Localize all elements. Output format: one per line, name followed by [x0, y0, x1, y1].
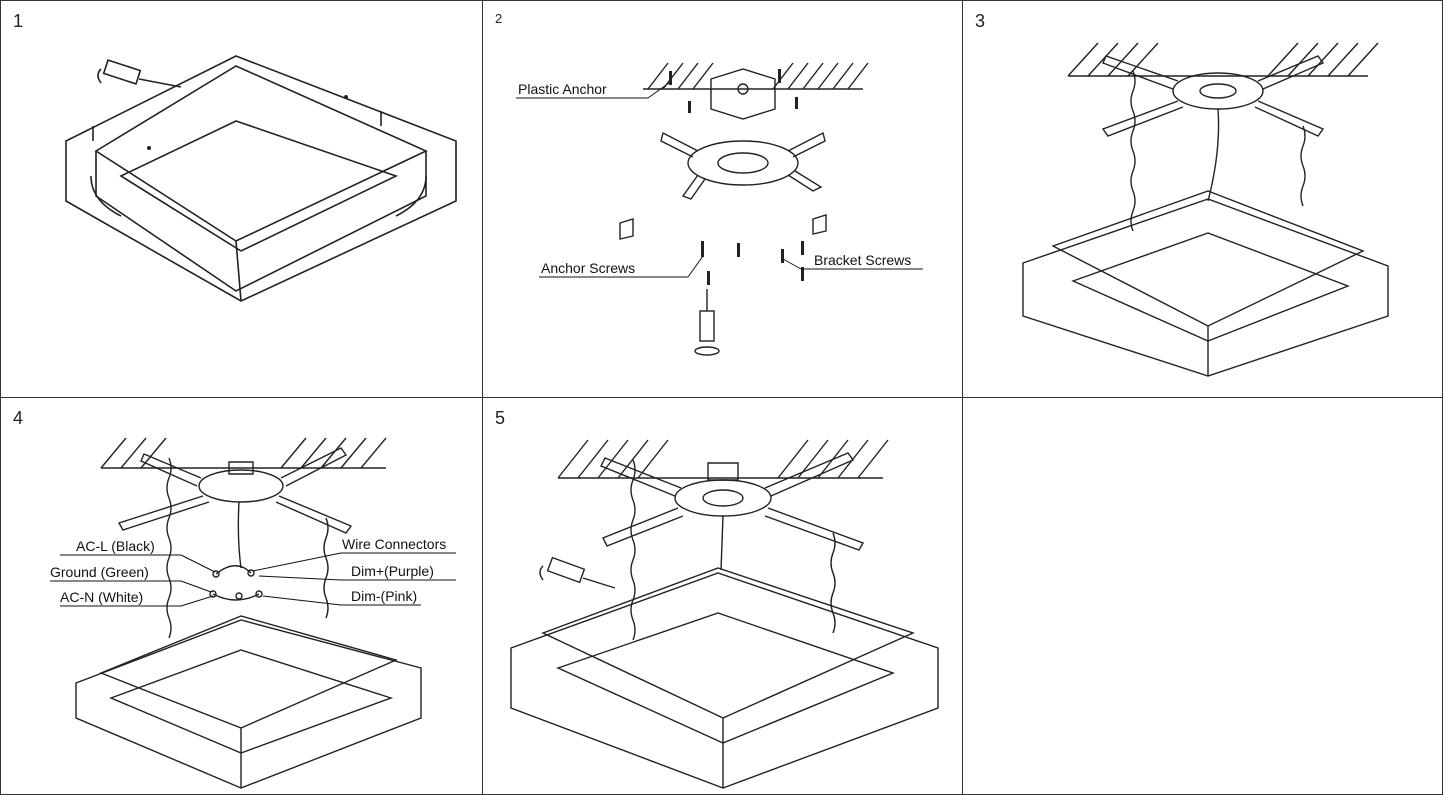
screw-icon	[669, 69, 804, 285]
ceiling-fixture-icon	[65, 55, 457, 302]
step-5-illustration	[510, 439, 939, 789]
dim-plus-label: Dim+(Purple)	[351, 563, 434, 579]
step-2-illustration: Plastic Anchor Anchor Screws Bracket Scr…	[516, 62, 923, 356]
junction-box-icon	[710, 68, 776, 120]
step-5-panel: 5	[482, 397, 963, 795]
ceiling-hatch-icon	[643, 62, 869, 90]
ceiling-fixture-icon	[510, 567, 939, 789]
anchor-screws-label: Anchor Screws	[541, 260, 635, 276]
step-number: 4	[13, 408, 24, 428]
step-number: 5	[495, 408, 506, 428]
step-3-illustration	[1022, 42, 1389, 377]
ceiling-hatch-icon	[100, 437, 387, 469]
screwdriver-icon	[694, 289, 720, 356]
bracket-screws-label: Bracket Screws	[814, 252, 911, 268]
junction-box-icon	[707, 462, 739, 481]
junction-box-icon	[228, 461, 254, 475]
step-4-panel: 4	[0, 397, 483, 795]
chain-icon	[630, 459, 836, 641]
step-1-panel: 1	[0, 0, 483, 398]
wire-connector-icon	[209, 565, 263, 601]
step-number: 2	[495, 11, 503, 26]
step-2-panel: 2	[482, 0, 963, 398]
step-1-illustration	[65, 55, 457, 302]
ac-l-label: AC-L (Black)	[76, 538, 155, 554]
chain-icon	[166, 457, 329, 639]
ceiling-fixture-icon	[1022, 190, 1389, 377]
mounting-bracket-icon	[117, 447, 353, 534]
empty-panel	[962, 397, 1443, 795]
step-4-illustration: AC-L (Black) Ground (Green) AC-N (White)…	[50, 437, 456, 789]
ground-label: Ground (Green)	[50, 564, 149, 580]
screwdriver-icon	[539, 556, 616, 589]
step-3-panel: 3	[962, 0, 1443, 398]
ac-n-label: AC-N (White)	[60, 589, 143, 605]
ceiling-fixture-icon	[75, 615, 422, 789]
wire-connectors-label: Wire Connectors	[342, 536, 446, 552]
chain-icon	[1130, 70, 1306, 232]
step-number: 3	[975, 11, 986, 31]
step-number: 1	[13, 11, 24, 31]
dim-minus-label: Dim-(Pink)	[351, 588, 417, 604]
mounting-bracket-icon	[600, 452, 865, 551]
mounting-bracket-icon	[660, 131, 826, 200]
mounting-bracket-icon	[1101, 55, 1325, 137]
ceiling-hatch-icon	[1067, 42, 1379, 77]
screwdriver-icon	[97, 59, 182, 88]
plastic-anchor-label: Plastic Anchor	[518, 81, 607, 97]
